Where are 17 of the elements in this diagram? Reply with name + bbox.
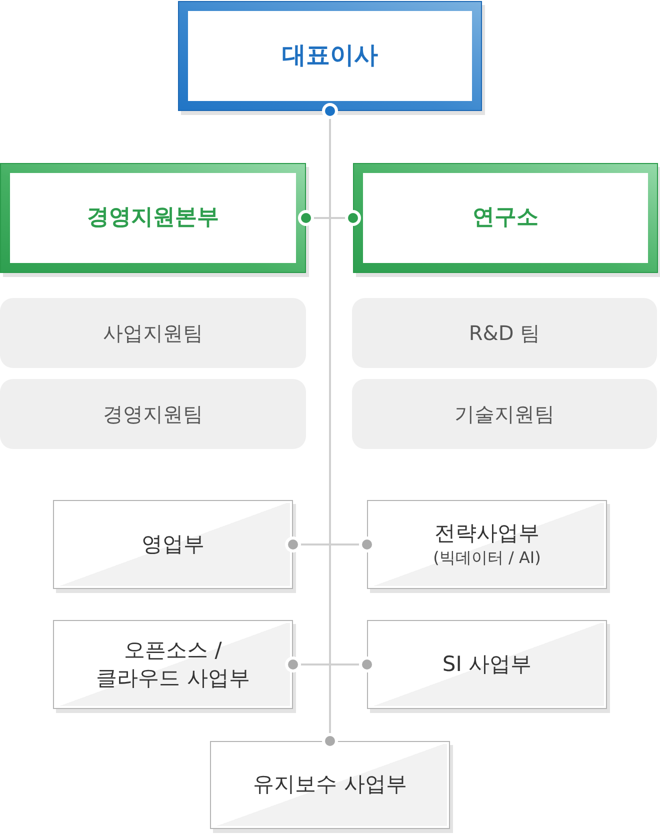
connector-line	[285, 656, 375, 672]
unit-name: 대표이사	[282, 40, 378, 72]
unit-name: R&D 팀	[468, 320, 540, 346]
unit-name: 사업지원팀	[103, 320, 203, 346]
unit-name: 기술지원팀	[454, 401, 554, 427]
connector-line	[285, 536, 375, 552]
unit-name: 오픈소스 / 클라우드 사업부	[95, 637, 251, 692]
unit-name: SI 사업부	[442, 650, 532, 678]
unit-name: 경영지원팀	[103, 401, 203, 427]
unit-subtitle: (빅데이터 / AI)	[433, 548, 541, 570]
connector-line	[322, 103, 338, 749]
unit-name: 연구소	[472, 204, 538, 232]
unit-name: 유지보수 사업부	[253, 771, 407, 798]
unit-name: 전략사업부	[434, 520, 540, 547]
unit-name: 영업부	[142, 530, 204, 558]
unit-name: 경영지원본부	[87, 204, 219, 232]
connector-line	[298, 210, 361, 226]
